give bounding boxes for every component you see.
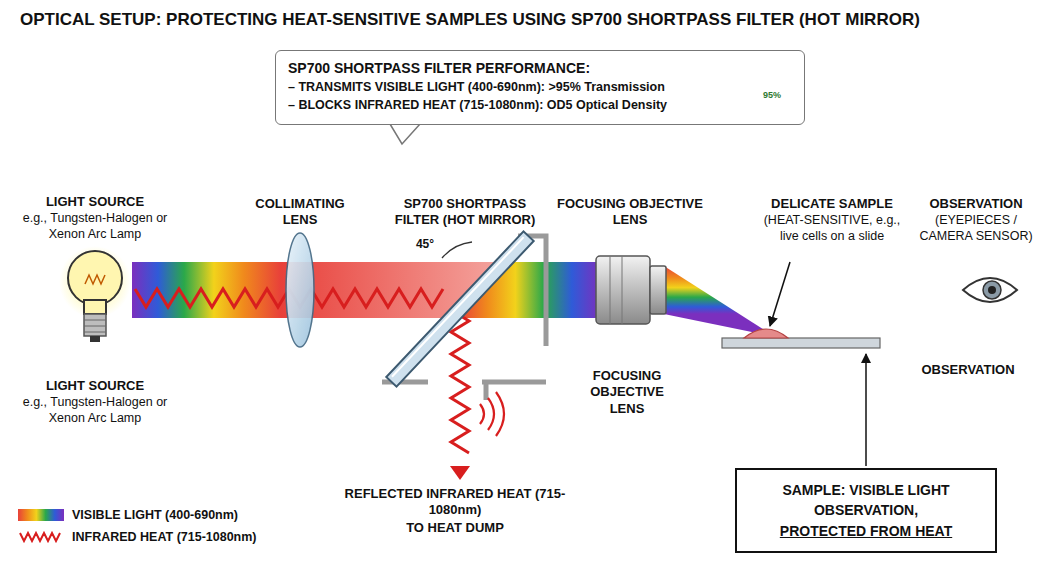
box-heading: SAMPLE: VISIBLE LIGHT OBSERVATION, <box>747 480 985 521</box>
icon-label: 95% <box>755 91 789 100</box>
reflected-infrared <box>451 310 469 453</box>
filter-plate <box>386 231 533 386</box>
part-name: FOCUSING OBJECTIVE LENS <box>545 196 715 229</box>
legend-text: VISIBLE LIGHT (400-690nm) <box>72 508 238 522</box>
title: OPTICAL SETUP: PROTECTING HEAT-SENSITIVE… <box>20 10 920 30</box>
legend: VISIBLE LIGHT (400-690nm) INFRARED HEAT (… <box>18 508 257 552</box>
bulb-thread <box>84 320 106 332</box>
box-text: – TRANSMITS VISIBLE LIGHT (400-690nm): >… <box>288 78 724 96</box>
legend-row: VISIBLE LIGHT (400-690nm) <box>18 508 257 522</box>
eye <box>963 278 1017 302</box>
part-name: SP700 SHORTPASS FILTER (HOT MIRROR) <box>385 196 545 229</box>
part-name: LIGHT SOURCE <box>10 194 180 210</box>
callout-pointer <box>390 124 420 144</box>
heat-arrowhead <box>450 466 470 480</box>
part-note: e.g., Tungsten-Halogen or Xenon Arc Lamp <box>15 211 175 242</box>
legend-text: INFRARED HEAT (715-1080nm) <box>72 530 257 544</box>
visible-beam <box>132 262 504 318</box>
bulb-glow <box>59 246 131 318</box>
part-name: OBSERVATION <box>903 362 1033 378</box>
heat-waves <box>480 392 504 436</box>
part-name: DELICATE SAMPLE <box>757 196 907 212</box>
legend-row: INFRARED HEAT (715-1080nm) <box>18 530 257 544</box>
part-note: (EYEPIECES / CAMERA SENSOR) <box>914 213 1038 244</box>
filter-mount <box>382 382 546 400</box>
bulb-base <box>84 314 106 336</box>
part-name: COLLIMATING LENS <box>245 196 355 229</box>
callout-box: SP700 SHORTPASS FILTER PERFORMANCE:– TRA… <box>275 50 805 125</box>
box-text: – BLOCKS INFRARED HEAT (715-1080nm): OD5… <box>288 96 724 114</box>
iris <box>983 281 1001 299</box>
note-box: SAMPLE: VISIBLE LIGHT OBSERVATION,PROTEC… <box>735 468 997 553</box>
beam-label: REFLECTED INFRARED HEAT (715-1080nm) <box>340 486 570 519</box>
hot-mirror <box>386 231 533 386</box>
bulb-tip <box>90 336 100 342</box>
leader-line <box>770 262 790 326</box>
slide <box>722 338 880 348</box>
legend-swatch <box>18 508 64 522</box>
part-name: OBSERVATION <box>914 196 1038 212</box>
box-heading: SP700 SHORTPASS FILTER PERFORMANCE: <box>288 58 724 78</box>
bulb-neck <box>84 300 106 314</box>
collimating-lens <box>286 233 314 347</box>
legend-swatch <box>18 530 64 544</box>
rainbow-swatch <box>18 509 64 521</box>
box-text: PROTECTED FROM HEAT <box>747 521 985 541</box>
beam-label: TO HEAT DUMP <box>340 520 570 536</box>
angle-label: 45° <box>408 237 442 252</box>
pupil <box>988 286 996 294</box>
part-note: (HEAT-SENSITIVE, e.g., live cells on a s… <box>757 213 907 244</box>
zigzag-swatch <box>20 533 60 541</box>
filter-shine <box>392 237 524 377</box>
focused-beam <box>664 266 766 335</box>
leader-line <box>865 354 867 466</box>
part-name: LIGHT SOURCE <box>10 378 180 394</box>
filament <box>85 275 105 284</box>
bulb-glass <box>68 251 122 305</box>
part-note: e.g., Tungsten-Halogen or Xenon Arc Lamp <box>15 395 175 426</box>
objective-grooves <box>610 256 622 324</box>
part-name: FOCUSING OBJECTIVE LENS <box>579 368 675 417</box>
angle-arc <box>442 242 472 258</box>
sample-cells <box>744 329 788 338</box>
objective-nose <box>650 266 666 314</box>
objective-body <box>596 256 650 324</box>
